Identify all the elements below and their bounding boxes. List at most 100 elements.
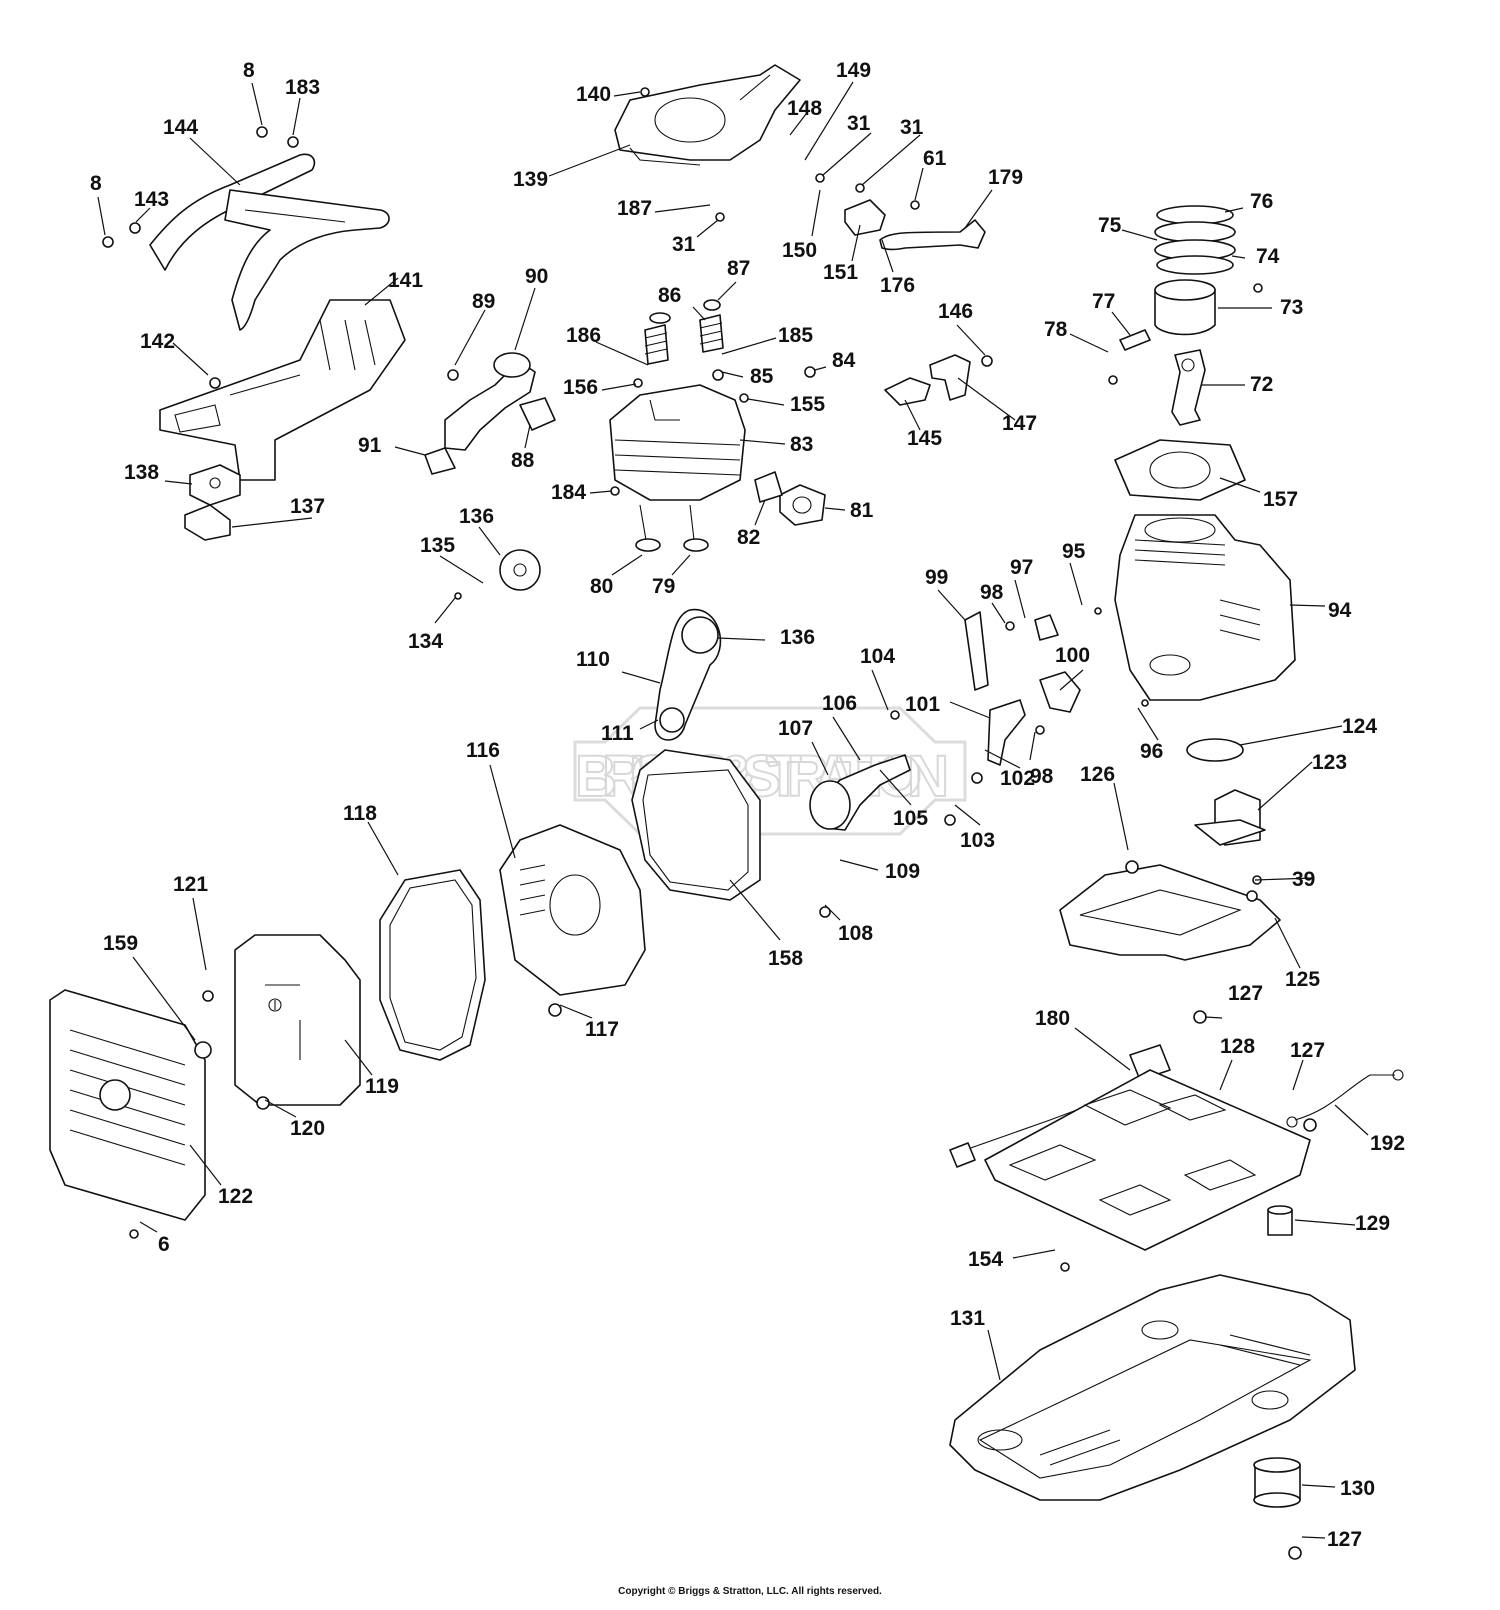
callout-125: 125 <box>1285 968 1320 991</box>
callout-104: 104 <box>860 645 895 668</box>
callout-187: 187 <box>617 197 652 220</box>
callout-179: 179 <box>988 166 1023 189</box>
callout-89: 89 <box>472 290 495 313</box>
callout-99: 99 <box>925 566 948 589</box>
callout-91: 91 <box>358 434 382 457</box>
callout-74: 74 <box>1256 245 1280 268</box>
base-plate-128 <box>984 1069 1311 1251</box>
callout-192: 192 <box>1370 1132 1405 1155</box>
fuel-hose-179 <box>879 219 986 251</box>
callout-98-b: 98 <box>1030 765 1054 788</box>
callout-76: 76 <box>1250 190 1273 213</box>
callout-123: 123 <box>1312 751 1347 774</box>
callout-110: 110 <box>576 648 610 671</box>
cam-sprocket-136a <box>499 549 541 591</box>
rocker-147 <box>929 354 971 401</box>
callout-84: 84 <box>832 349 856 372</box>
callout-6: 6 <box>158 1233 170 1256</box>
callout-8: 8 <box>243 59 255 82</box>
callout-111: 111 <box>601 722 634 745</box>
callout-138: 138 <box>124 461 159 484</box>
callout-75: 75 <box>1098 214 1122 237</box>
callout-102: 102 <box>1000 767 1035 790</box>
evap-canister-151 <box>844 199 886 236</box>
callout-120: 120 <box>290 1117 325 1140</box>
fuel-tank-139 <box>614 64 801 166</box>
callout-72: 72 <box>1250 373 1273 396</box>
governor-101 <box>987 699 1026 766</box>
callout-127-b: 127 <box>1290 1039 1325 1062</box>
callout-135: 135 <box>420 534 455 557</box>
callout-88: 88 <box>511 449 535 472</box>
callout-78: 78 <box>1044 318 1068 341</box>
muffler-119 <box>234 934 361 1106</box>
callout-145: 145 <box>907 427 942 450</box>
callout-118: 118 <box>343 802 377 825</box>
callout-128: 128 <box>1220 1035 1255 1058</box>
callout-100: 100 <box>1055 644 1090 667</box>
callout-139: 139 <box>513 168 548 191</box>
callout-101: 101 <box>905 693 940 716</box>
callout-129: 129 <box>1355 1212 1390 1235</box>
control-panel-bracket <box>159 299 406 481</box>
callout-151: 151 <box>823 261 858 284</box>
callout-156: 156 <box>563 376 598 399</box>
gasket-82 <box>754 471 783 503</box>
fuel-pump-123 <box>1194 789 1266 846</box>
callout-95: 95 <box>1062 540 1086 563</box>
gasket-91 <box>424 447 456 475</box>
callout-61: 61 <box>923 147 947 170</box>
callout-149: 149 <box>836 59 871 82</box>
cylinder-head-83 <box>609 384 746 501</box>
bracket-99 <box>964 611 989 691</box>
callout-126: 126 <box>1080 763 1115 786</box>
callout-83: 83 <box>790 433 813 456</box>
piston-rings <box>1154 205 1236 275</box>
callout-119: 119 <box>365 1075 399 1098</box>
copyright-notice: Copyright © Briggs & Stratton, LLC. All … <box>618 1586 882 1597</box>
callout-79: 79 <box>652 575 675 598</box>
callout-159: 159 <box>103 932 138 955</box>
crankcase-cover-116 <box>499 824 646 996</box>
callout-186: 186 <box>566 324 601 347</box>
callout-94: 94 <box>1328 599 1352 622</box>
callout-73: 73 <box>1280 296 1303 319</box>
callout-146: 146 <box>938 300 973 323</box>
handle-frame <box>149 153 390 331</box>
timing-chain-110 <box>654 609 722 741</box>
callout-8-b: 8 <box>90 172 102 195</box>
callout-97: 97 <box>1010 556 1033 579</box>
callout-39: 39 <box>1292 868 1315 891</box>
callout-144: 144 <box>163 116 198 139</box>
crankshaft-107 <box>809 754 911 831</box>
gasket-118 <box>379 869 486 1061</box>
callout-124: 124 <box>1342 715 1377 738</box>
callout-116: 116 <box>466 739 500 762</box>
valves <box>635 504 709 552</box>
muffler-shield-122 <box>49 989 206 1221</box>
callout-106: 106 <box>822 692 857 715</box>
crankcase-gasket-158 <box>631 749 761 901</box>
base-pan-131 <box>949 1274 1356 1501</box>
foot-130 <box>1253 1457 1301 1508</box>
callout-158: 158 <box>768 947 803 970</box>
callout-184: 184 <box>551 481 586 504</box>
callout-136-a: 136 <box>459 505 494 528</box>
callout-77: 77 <box>1092 290 1115 313</box>
rocker-145 <box>884 377 931 406</box>
callout-122: 122 <box>218 1185 253 1208</box>
callout-127-a: 127 <box>1228 982 1263 1005</box>
crankcase-94 <box>1114 514 1296 701</box>
callout-127-c: 127 <box>1327 1528 1362 1551</box>
callout-81: 81 <box>850 499 874 522</box>
callout-136-b: 136 <box>780 626 815 649</box>
callout-31-c: 31 <box>672 233 696 256</box>
callout-96: 96 <box>1140 740 1163 763</box>
small-hardware <box>102 87 1317 1560</box>
connecting-rod-72 <box>1171 349 1206 426</box>
callout-155: 155 <box>790 393 825 416</box>
intake-spacer-81 <box>779 484 826 526</box>
callout-131: 131 <box>950 1307 985 1330</box>
callout-80: 80 <box>590 575 613 598</box>
